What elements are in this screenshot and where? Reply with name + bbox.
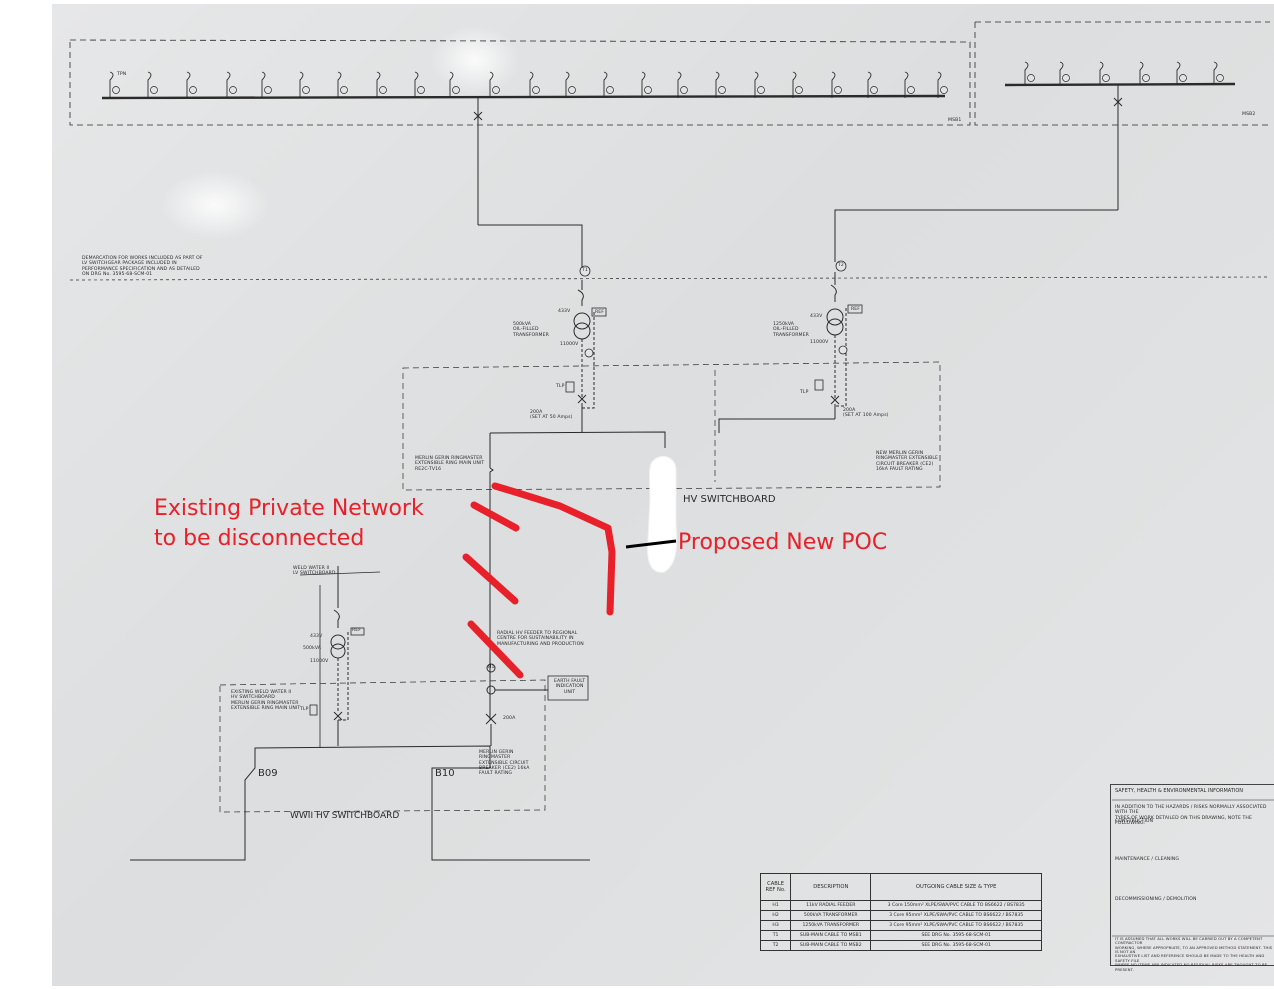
cell-desc: 1250kVA TRANSFORMER (790, 920, 872, 931)
wwii-b09: B09 (258, 768, 278, 779)
she-decommissioning: DECOMMISSIONING / DEMOLITION (1115, 897, 1197, 902)
radial-feeder-note: RADIAL HV FEEDER TO REGIONAL CENTRE FOR … (497, 631, 584, 647)
table-row: H1 11kV RADIAL FEEDER 3 Core 150mm² XLPE… (759, 900, 1042, 911)
table-row: H2 500kVA TRANSFORMER 3 Core 95mm² XLPE/… (759, 910, 1042, 921)
table-row: T2 SUB-MAIN CABLE TO MSB2 SEE DRG No. 35… (759, 940, 1042, 951)
tpn-label: TPN (117, 72, 127, 77)
table-row: H3 1250kVA TRANSFORMER 3 Core 95mm² XLPE… (759, 920, 1042, 931)
whiteout-blob (647, 455, 678, 573)
she-maintenance: MAINTENANCE / CLEANING (1115, 857, 1179, 862)
cell-desc: SUB-MAIN CABLE TO MSB1 (790, 930, 872, 941)
tag-t2: T2 (838, 263, 844, 268)
weld-existing-note: EXISTING WELD WATER II HV SWITCHBOARD ME… (231, 690, 301, 711)
disconnect-note: Existing Private Network to be disconnec… (154, 496, 424, 551)
earth-fault-unit: EARTH FAULT INDICATION UNIT (554, 679, 586, 695)
tag-t1: T1 (582, 268, 588, 273)
she-intro: IN ADDITION TO THE HAZARDS / RISKS NORMA… (1115, 805, 1267, 826)
breaker-200a: 200A (503, 716, 516, 721)
cell-size: SEE DRG No. 3595-68-SCM-01 (870, 930, 1042, 941)
wwii-b10: B10 (435, 768, 455, 779)
glare (430, 25, 520, 95)
cell-desc: SUB-MAIN CABLE TO MSB2 (790, 940, 872, 951)
t1-ref: REF (595, 310, 605, 315)
t2-desc: 1250kVA OIL-FILLED TRANSFORMER (773, 322, 809, 338)
rmu-note: MERLIN GERIN RINGMASTER EXTENSIBLE RING … (415, 456, 485, 472)
hv-switchboard-label: HV SWITCHBOARD (683, 494, 776, 505)
merlin-cb-note: MERLIN GERIN RINGMASTER EXTENSIBLE CIRCU… (479, 750, 530, 777)
t2-tlp: TLP (800, 390, 809, 395)
she-information-block: SAFETY, HEALTH & ENVIRONMENTAL INFORMATI… (1110, 784, 1274, 971)
cell-size: 3 Core 150mm² XLPE/SWA/PVC CABLE TO BS66… (870, 900, 1042, 911)
t2-lv: 433V (810, 314, 823, 319)
weld-hv: 11000V (310, 659, 329, 664)
cell-ref: T1 (759, 930, 792, 941)
t1-desc: 500kVA OIL-FILLED TRANSFORMER (513, 322, 549, 338)
cell-size: 3 Core 95mm² XLPE/SWA/PVC CABLE TO BS662… (870, 920, 1042, 931)
cell-ref: H3 (759, 920, 792, 931)
weld-ref: REF (352, 628, 362, 633)
weld-kva: 500kVA (303, 646, 322, 651)
t2-hv: 11000V (810, 340, 829, 345)
cable-schedule-header: CABLE REF No. DESCRIPTION OUTGOING CABLE… (759, 873, 1042, 901)
she-title: SAFETY, HEALTH & ENVIRONMENTAL INFORMATI… (1115, 788, 1244, 794)
cell-size: SEE DRG No. 3595-68-SCM-01 (870, 940, 1042, 951)
col-description: DESCRIPTION (790, 873, 872, 901)
t1-hv: 11000V (560, 342, 579, 347)
weld-tlp: TLP (300, 707, 309, 712)
msb2-label: MSB2 (1242, 112, 1256, 117)
poc-note: Proposed New POC (678, 530, 888, 555)
msb1-label: MSB1 (948, 118, 962, 123)
cell-desc: 500kVA TRANSFORMER (790, 910, 872, 921)
col-cable-size: OUTGOING CABLE SIZE & TYPE (870, 873, 1042, 901)
col-cable-ref: CABLE REF No. (759, 873, 792, 901)
she-footer: IT IS ASSUMED THAT ALL WORKS WILL BE CAR… (1115, 936, 1273, 972)
cell-ref: H2 (759, 910, 792, 921)
weld-water-header: WELD WATER II LV SWITCHBOARD (293, 566, 336, 577)
demarcation-note: DEMARCATION FOR WORKS INCLUDED AS PART O… (82, 256, 203, 277)
t1-breaker: 200A (SET AT 50 Amps) (530, 410, 573, 421)
poc-connector (625, 539, 677, 549)
wwii-label: WWII HV SWITCHBOARD (290, 811, 400, 821)
cell-size: 3 Core 95mm² XLPE/SWA/PVC CABLE TO BS662… (870, 910, 1042, 921)
cell-ref: H1 (759, 900, 792, 911)
new-cb-note: NEW MERLIN GERIN RINGMASTER EXTENSIBLE C… (876, 451, 939, 472)
cell-ref: T2 (759, 940, 792, 951)
weld-lv: 433V (310, 634, 323, 639)
t1-lv: 433V (558, 309, 571, 314)
t2-breaker: 200A (SET AT 100 Amps) (843, 408, 889, 419)
disconnect-markup (462, 482, 616, 679)
table-row: T1 SUB-MAIN CABLE TO MSB1 SEE DRG No. 35… (759, 930, 1042, 941)
tag-h1: H1 (488, 665, 495, 670)
cell-desc: 11kV RADIAL FEEDER (790, 900, 872, 911)
cable-schedule: CABLE REF No. DESCRIPTION OUTGOING CABLE… (759, 873, 1042, 951)
t1-tlp: TLP (556, 384, 565, 389)
she-construction: CONSTRUCTION (1115, 819, 1154, 824)
t2-ref: REF (851, 307, 861, 312)
glare (160, 170, 270, 240)
